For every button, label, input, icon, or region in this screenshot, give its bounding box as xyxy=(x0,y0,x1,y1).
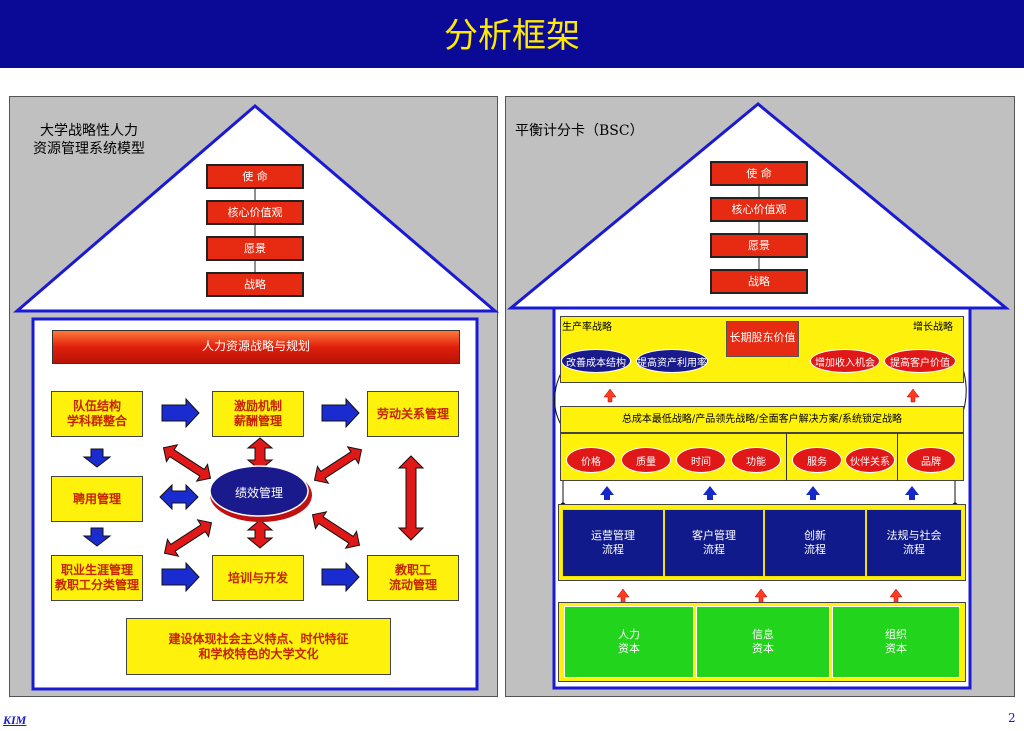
red-up-arrows xyxy=(603,388,920,604)
process-operations: 运营管理流程 xyxy=(562,509,664,577)
box-recruitment: 聘用管理 xyxy=(51,476,143,522)
oval-function: 功能 xyxy=(731,447,781,473)
performance-label: 绩效管理 xyxy=(234,486,283,500)
capital-organization: 组织资本 xyxy=(832,606,960,678)
stack-vision: 愿景 xyxy=(206,236,304,261)
blue-arrow-right xyxy=(161,397,360,593)
red-double-arrows xyxy=(162,437,425,557)
oval-asset-utilization: 提高资产利用率 xyxy=(636,349,708,373)
stack-strategy: 战略 xyxy=(206,272,304,297)
bsc-stack-vision: 愿景 xyxy=(710,233,808,258)
footer-logo: KIM xyxy=(3,713,27,727)
oval-customer-value: 提高客户价值 xyxy=(884,349,956,373)
bsc-stack-mission: 使 命 xyxy=(710,161,808,186)
oval-partnership: 伙伴关系 xyxy=(845,447,895,473)
customer-strategy-bar: 总成本最低战略/产品领先战略/全面客户解决方案/系统锁定战略 xyxy=(560,406,964,433)
box-staff-flow: 教职工 流动管理 xyxy=(367,555,459,601)
oval-time: 时间 xyxy=(676,447,726,473)
bsc-stack-strategy: 战略 xyxy=(710,269,808,294)
box-university-culture: 建设体现社会主义特点、时代特征 和学校特色的大学文化 xyxy=(126,618,391,675)
shareholder-value-box: 长期股东价值 xyxy=(726,321,799,357)
oval-brand: 品牌 xyxy=(906,447,956,473)
oval-service: 服务 xyxy=(792,447,842,473)
oval-revenue-opportunity: 增加收入机会 xyxy=(810,349,880,373)
box-labor-relations: 劳动关系管理 xyxy=(367,391,459,437)
process-innovation: 创新流程 xyxy=(764,509,866,577)
performance-ellipse xyxy=(209,465,309,517)
process-regulatory: 法规与社会流程 xyxy=(866,509,962,577)
growth-label: 增长战略 xyxy=(913,322,953,333)
box-career: 职业生涯管理 教职工分类管理 xyxy=(51,555,143,601)
page-title: 分析框架 xyxy=(444,16,580,56)
box-incentive: 激励机制 薪酬管理 xyxy=(212,391,304,437)
oval-cost-structure: 改善成本结构 xyxy=(561,349,631,373)
box-team-structure: 队伍结构 学科群整合 xyxy=(51,391,143,437)
oval-quality: 质量 xyxy=(621,447,671,473)
process-customer: 客户管理流程 xyxy=(664,509,764,577)
productivity-label: 生产率战略 xyxy=(562,322,612,333)
page-number: 2 xyxy=(1008,711,1016,725)
bsc-title: 平衡计分卡（BSC） xyxy=(515,123,644,139)
model-title-line2: 资源管理系统模型 xyxy=(33,141,145,157)
stack-mission: 使 命 xyxy=(206,164,304,189)
model-title: 大学战略性人力 资源管理系统模型 xyxy=(14,122,164,158)
model-title-line1: 大学战略性人力 xyxy=(40,123,138,139)
box-training: 培训与开发 xyxy=(212,555,304,601)
oval-price: 价格 xyxy=(566,447,616,473)
header-bar xyxy=(0,0,1024,68)
hr-strategy-bar: 人力资源战略与规划 xyxy=(52,330,460,364)
capital-information: 信息资本 xyxy=(696,606,830,678)
capital-human: 人力资本 xyxy=(564,606,694,678)
blue-double-arrow xyxy=(159,483,199,511)
stack-core-values: 核心价值观 xyxy=(206,200,304,225)
bsc-stack-core-values: 核心价值观 xyxy=(710,197,808,222)
blue-arrow-down xyxy=(82,448,112,547)
blue-up-arrows xyxy=(600,486,919,500)
